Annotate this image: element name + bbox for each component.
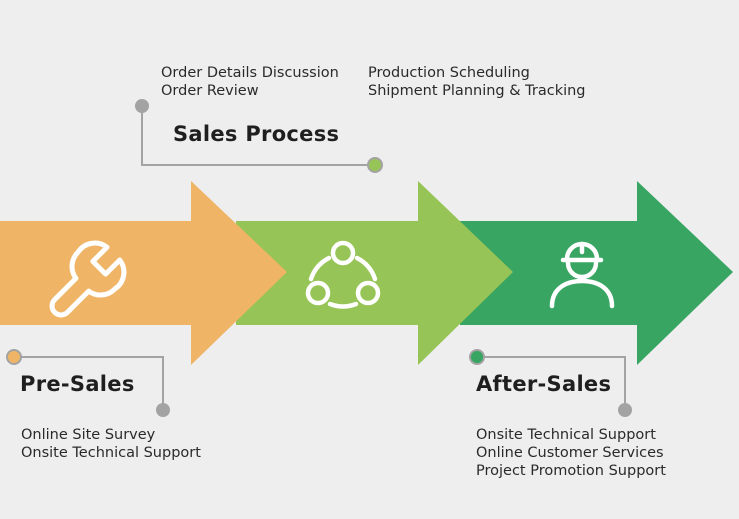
sales-items-left: Order Details Discussion Order Review — [161, 64, 339, 100]
after-sales-connector — [469, 349, 632, 417]
wrench-icon — [49, 240, 127, 318]
pre-sales-items: Online Site Survey Onsite Technical Supp… — [21, 426, 201, 462]
after-sales-item: Online Customer Services — [476, 445, 664, 461]
sales-connector — [135, 99, 383, 173]
pre-sales-title: Pre-Sales — [20, 372, 135, 396]
after-sales-item: Onsite Technical Support — [476, 427, 656, 443]
pre-sales-connector — [6, 349, 170, 417]
pre-sales-connector-start-dot — [6, 349, 22, 365]
sales-items-right: Production Scheduling Shipment Planning … — [368, 64, 586, 100]
after-sales-items: Onsite Technical Support Online Customer… — [476, 426, 666, 480]
pre-sales-item: Online Site Survey — [21, 427, 156, 443]
sales-item: Order Details Discussion — [161, 65, 339, 81]
pre-sales-arrow — [0, 181, 287, 365]
pre-sales-item: Onsite Technical Support — [21, 445, 201, 461]
after-sales-title: After-Sales — [476, 372, 612, 396]
after-sales-item: Project Promotion Support — [476, 463, 666, 479]
engineer-hardhat-icon — [549, 241, 615, 309]
pre-sales-connector-end-dot — [156, 403, 170, 417]
sales-item: Order Review — [161, 83, 259, 99]
sales-connector-start-dot — [135, 99, 149, 113]
sales-process-title: Sales Process — [173, 122, 340, 146]
collaboration-cycle-icon — [305, 240, 381, 309]
sales-item: Production Scheduling — [368, 65, 530, 81]
sales-item: Shipment Planning & Tracking — [368, 83, 586, 99]
after-sales-connector-start-dot — [469, 349, 485, 365]
after-sales-connector-end-dot — [618, 403, 632, 417]
sales-connector-end-dot — [367, 157, 383, 173]
after-sales-arrow — [460, 181, 733, 365]
